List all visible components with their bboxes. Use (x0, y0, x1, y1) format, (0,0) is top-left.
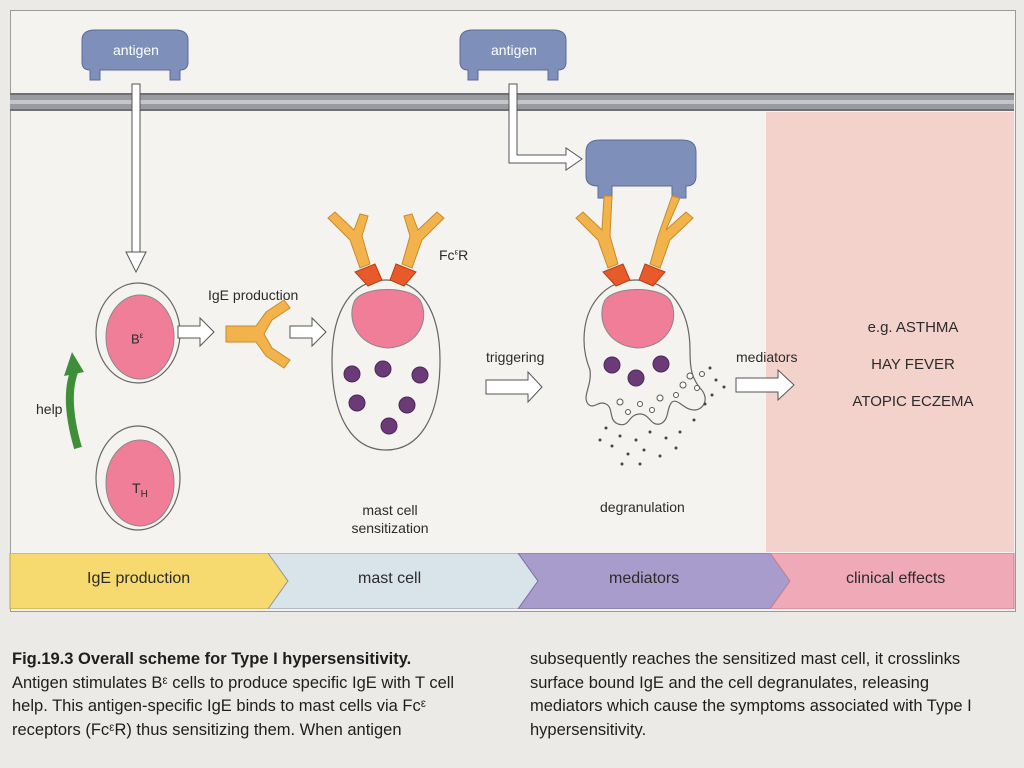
clinical-example-hay-fever: HAY FEVER (871, 356, 955, 373)
antigen-label-left: antigen (113, 42, 159, 58)
caption-right-line-3: mediators which cause the symptoms assoc… (530, 697, 972, 715)
antigen-left-shape (81, 29, 189, 81)
b-cell-superscript: ε (139, 331, 144, 340)
crosslinking-antigen (585, 139, 697, 199)
t-cell-label: TH (132, 480, 148, 500)
caption-right-line-4: hypersensitivity. (530, 720, 647, 739)
caption-left-line-2: help. This antigen-specific IgE binds to… (12, 697, 426, 715)
caption-left-line-1: Antigen stimulates Bᵋ cells to produce s… (12, 673, 455, 692)
mast-cell-sensitization-line-2: sensitization (351, 520, 429, 536)
clinical-effects-zone (766, 112, 1014, 552)
b-cell-label: Bε (131, 331, 143, 346)
caption-right-line-1: subsequently reaches the sensitized mast… (530, 650, 961, 668)
clinical-example-atopic-eczema: ATOPIC ECZEMA (852, 393, 974, 410)
degranulation-label: degranulation (600, 499, 685, 515)
clinical-examples: e.g. ASTHMA HAY FEVER ATOPIC ECZEMA (830, 309, 996, 420)
t-cell-subscript: H (140, 488, 148, 500)
mediators-label: mediators (736, 349, 798, 365)
figure-title: Overall scheme for Type I hypersensitivi… (78, 650, 412, 668)
bcell-to-ige-arrow (177, 316, 215, 348)
antigen-right-shape (459, 29, 567, 81)
caption-right-line-2: surface bound IgE and the cell degranula… (530, 673, 930, 692)
hypersensitivity-diagram (64, 29, 795, 531)
caption-left-line-3: receptors (FcᵋR) thus sensitizing them. … (12, 720, 402, 739)
caption-right: subsequently reaches the sensitized mast… (530, 648, 1020, 742)
antigen-to-mastcell-arrow (508, 83, 583, 171)
triggering-label: triggering (486, 349, 545, 365)
ige-to-mastcell-arrow (289, 316, 327, 348)
triggering-arrow (485, 370, 543, 404)
t-cell-letter: T (132, 480, 141, 496)
b-cell-letter: B (131, 331, 140, 347)
antigen-to-bcell-arrow (125, 83, 147, 274)
fc-text: Fc (439, 247, 455, 263)
fc-superscript: ε (454, 247, 459, 257)
ige-production-label: IgE production (208, 287, 299, 303)
stage-bar (9, 553, 1015, 609)
figure-label: Fig.19.3 (12, 650, 74, 668)
sensitized-mast-cell (327, 211, 445, 451)
clinical-example-asthma: e.g. ASTHMA (867, 319, 959, 336)
stage-label-mediators: mediators (609, 570, 680, 587)
mast-cell-sensitization-line-1: mast cell (362, 502, 418, 518)
stage-label-clinical-effects: clinical effects (846, 570, 946, 587)
help-label: help (36, 401, 63, 417)
fc-receptor-label: FcεR (439, 247, 468, 263)
t-helper-cell (95, 425, 181, 531)
ige-antibody (225, 299, 291, 369)
fc-r-text: R (458, 247, 469, 263)
stage-label-ige-production: IgE production (87, 570, 191, 587)
degranulating-mast-cell (575, 195, 726, 466)
caption-title-line: Fig.19.3 Overall scheme for Type I hyper… (12, 648, 502, 672)
mediators-arrow (735, 368, 795, 402)
stage-clinical-effects (769, 553, 1015, 609)
antigen-label-right: antigen (491, 42, 537, 58)
mast-cell-sensitization-label: mast cell sensitization (342, 501, 438, 537)
caption-left: Fig.19.3 Overall scheme for Type I hyper… (12, 648, 502, 742)
stage-label-mast-cell: mast cell (358, 570, 422, 587)
stage-mediators (517, 553, 791, 609)
help-arrow (64, 352, 84, 450)
stage-mast-cell (267, 553, 539, 609)
